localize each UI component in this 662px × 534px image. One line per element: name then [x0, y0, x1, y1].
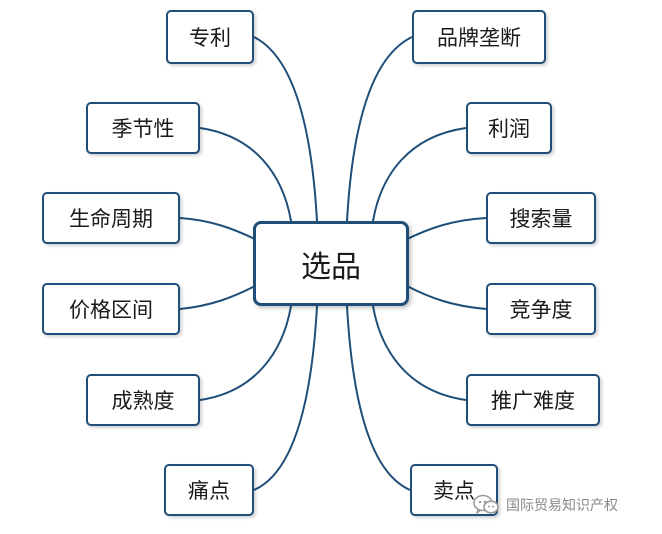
connector-l4 — [199, 305, 292, 401]
connector-r1 — [372, 127, 467, 222]
node-left-3: 生命周期 — [42, 192, 180, 244]
node-left-6: 痛点 — [164, 464, 254, 516]
connector-l3 — [179, 284, 258, 310]
node-right-2: 利润 — [466, 102, 552, 154]
watermark-text: 国际贸易知识产权 — [506, 498, 618, 514]
connector-r5 — [346, 305, 411, 491]
connector-r4 — [372, 305, 467, 401]
center-node: 选品 — [253, 221, 409, 306]
connector-l5 — [253, 305, 318, 491]
connector-r2 — [404, 217, 487, 241]
node-left-5: 成熟度 — [86, 374, 200, 426]
connector-l1 — [199, 127, 292, 222]
connector-l2 — [179, 217, 258, 241]
node-right-3: 搜索量 — [486, 192, 596, 244]
node-left-4: 价格区间 — [42, 283, 180, 335]
node-right-1: 品牌垄断 — [412, 10, 546, 64]
node-left-1: 专利 — [166, 10, 254, 64]
node-right-5: 推广难度 — [466, 374, 600, 426]
connector-r0 — [346, 36, 413, 222]
connector-l0 — [253, 36, 318, 222]
watermark: 国际贸易知识产权 — [472, 490, 618, 520]
connector-r3 — [404, 284, 487, 310]
node-left-2: 季节性 — [86, 102, 200, 154]
wechat-icon — [472, 493, 500, 517]
node-right-4: 竞争度 — [486, 283, 596, 335]
